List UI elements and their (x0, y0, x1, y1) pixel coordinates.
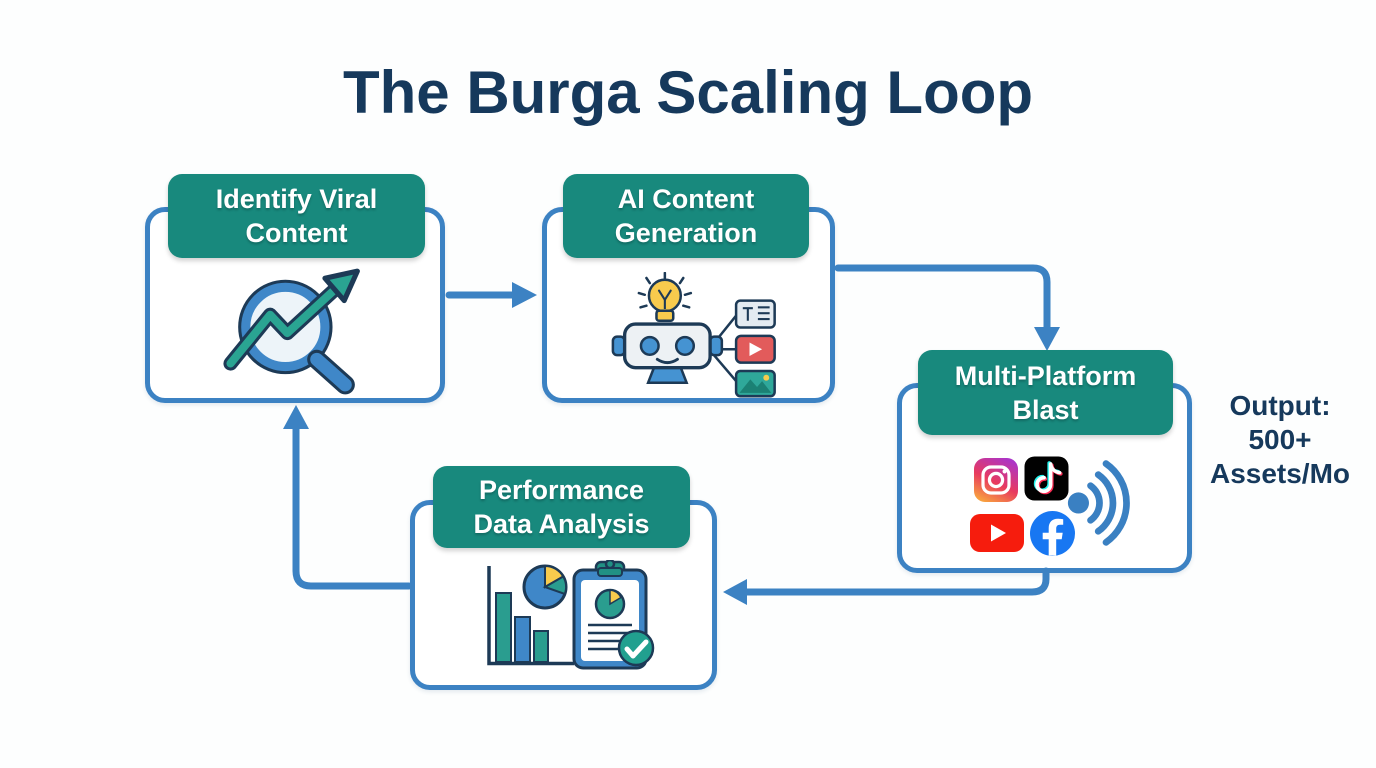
step-label-multi-platform-blast: Multi-Platform Blast (918, 350, 1173, 435)
label-line: Multi-Platform (954, 360, 1137, 391)
clipboard-report-icon (572, 560, 655, 670)
magnifier-trend-arrow-icon (223, 268, 360, 395)
step-label-performance-data-analysis: Performance Data Analysis (433, 466, 690, 548)
step-label-identify-viral-content: Identify Viral Content (168, 174, 425, 258)
broadcast-signal-icon (1067, 460, 1130, 546)
label-line: AI Content (617, 184, 755, 214)
label-line: Content (245, 218, 348, 248)
video-clip-icon (734, 334, 776, 364)
output-note-line: Output: (1229, 390, 1331, 421)
youtube-icon (970, 514, 1024, 552)
label-line: Generation (614, 218, 758, 248)
step-label-ai-content-generation: AI Content Generation (563, 174, 809, 258)
page-title: The Burga Scaling Loop (342, 59, 1034, 126)
arrowhead-right (512, 282, 537, 308)
charts-clipboard-icon (487, 560, 655, 670)
label-line: Blast (1012, 394, 1079, 425)
arrow-analysis-to-identify (292, 423, 413, 590)
arrowhead-down (1034, 327, 1060, 351)
lightbulb-rays (637, 272, 693, 309)
tiktok-icon (1024, 456, 1069, 501)
instagram-icon (974, 458, 1018, 502)
image-asset-icon (734, 369, 776, 398)
output-note: Output: 500+ Assets/Mo (1192, 389, 1368, 491)
arrowhead-up (283, 405, 309, 429)
label-line: Performance (478, 475, 645, 505)
label-line: Data Analysis (473, 509, 650, 539)
output-note-line: Assets/Mo (1209, 458, 1351, 489)
arrow-blast-to-analysis (741, 567, 1050, 596)
text-doc-icon (734, 299, 776, 329)
arrowhead-left (723, 579, 747, 605)
output-note-line: 500+ (1248, 424, 1312, 455)
pie-chart-icon (522, 564, 568, 610)
robot-lightbulb-icon (611, 272, 776, 398)
bar-chart-icon (487, 566, 574, 666)
arrow-ai-to-blast (834, 264, 1051, 334)
label-line: Identify Viral (215, 184, 378, 214)
facebook-icon (1030, 511, 1075, 556)
